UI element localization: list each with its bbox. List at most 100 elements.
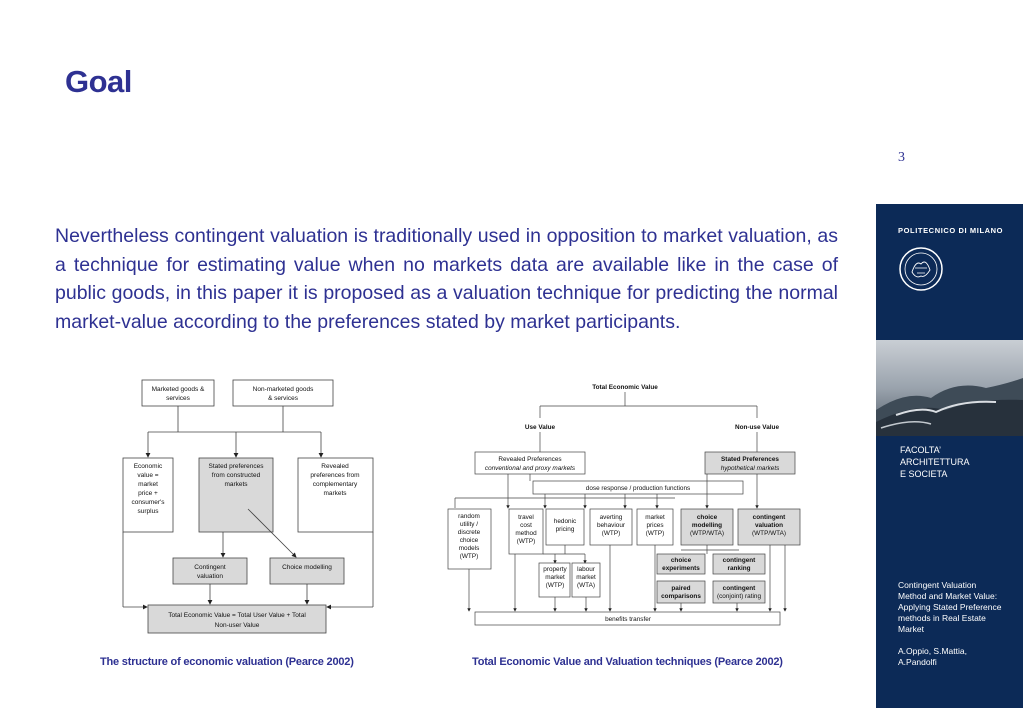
node-contingent-ranking bbox=[712, 553, 766, 575]
label-nonmarketed-0: Non-marketed goods bbox=[253, 386, 314, 393]
label-labour-2: (WTA) bbox=[577, 582, 595, 589]
label-nonuse-value: Non-use Value bbox=[735, 424, 779, 431]
label-revealed-0: Revealed Preferences bbox=[498, 456, 561, 463]
label-stated-0: Stated preferences bbox=[209, 463, 265, 470]
label-paired-0: paired bbox=[671, 585, 690, 592]
label-contval-1: valuation bbox=[755, 522, 783, 529]
node-property-market bbox=[538, 562, 571, 598]
label-contrating-0: contingent bbox=[723, 585, 757, 592]
label-stated-0: Stated Preferences bbox=[721, 456, 779, 463]
node-travel-cost bbox=[508, 508, 544, 555]
paper-title-line: Market bbox=[898, 624, 924, 634]
label-market-1: prices bbox=[646, 522, 663, 529]
label-hedonic-0: hedonic bbox=[554, 518, 577, 525]
node-market-prices bbox=[636, 508, 674, 546]
label-dose: dose response / production functions bbox=[586, 485, 690, 492]
node-stated-preferences bbox=[198, 457, 274, 533]
label-contval-0: contingent bbox=[753, 514, 787, 521]
label-property-2: (WTP) bbox=[546, 582, 564, 589]
label-market-2: (WTP) bbox=[646, 530, 664, 537]
label-labour-0: labour bbox=[577, 566, 596, 573]
label-stated-1: hypothetical markets bbox=[721, 465, 780, 472]
label-travel-0: travel bbox=[518, 514, 534, 521]
label-random-2: discrete bbox=[458, 529, 481, 536]
paper-title-line: methods in Real Estate bbox=[898, 613, 986, 623]
label-property-0: property bbox=[543, 566, 567, 573]
node-choice-modelling-r bbox=[680, 508, 734, 546]
label-economic-4: consumer's bbox=[131, 499, 165, 506]
paper-title-line: Applying Stated Preference bbox=[898, 602, 1002, 612]
label-choice-0: Choice modelling bbox=[282, 564, 332, 571]
label-market-0: market bbox=[645, 514, 665, 521]
node-nonmarketed-goods bbox=[232, 379, 334, 407]
label-marketed-1: services bbox=[166, 395, 191, 402]
node-benefits-transfer bbox=[474, 611, 781, 626]
label-economic-2: market bbox=[138, 481, 158, 488]
faculty-line: ARCHITETTURA bbox=[900, 457, 970, 467]
label-contrank-1: ranking bbox=[727, 565, 750, 572]
label-property-1: market bbox=[545, 574, 565, 581]
label-nonmarketed-1: & services bbox=[268, 395, 299, 402]
label-choiceexp-1: experiments bbox=[662, 565, 700, 572]
label-contrating-1: (conjoint) rating bbox=[717, 593, 761, 600]
node-contingent-valuation-r bbox=[737, 508, 801, 546]
university-seal-icon bbox=[899, 247, 943, 291]
faculty-line: FACOLTA’ bbox=[900, 445, 942, 455]
label-averting-2: (WTP) bbox=[602, 530, 620, 537]
label-choicemod-1: modelling bbox=[692, 522, 722, 529]
label-random-1: utility / bbox=[460, 521, 478, 528]
label-choicemod-0: choice bbox=[697, 514, 718, 521]
caption-right: Total Economic Value and Valuation techn… bbox=[472, 656, 783, 668]
node-economic-value bbox=[122, 457, 174, 533]
label-total-0: Total Economic Value = Total User Value … bbox=[168, 612, 306, 619]
node-contingent-rating bbox=[712, 580, 766, 604]
label-stated-2: markets bbox=[224, 481, 248, 488]
label-benefits: benefits transfer bbox=[605, 616, 652, 623]
slide-title: Goal bbox=[65, 64, 132, 99]
label-random-0: random bbox=[458, 513, 480, 520]
label-hedonic-1: pricing bbox=[556, 526, 575, 533]
label-economic-1: value = bbox=[137, 472, 158, 479]
node-dose-response bbox=[532, 480, 744, 495]
label-contingent-0: Contingent bbox=[194, 564, 226, 571]
label-revealed-2: complementary bbox=[313, 481, 358, 488]
label-paired-1: comparisons bbox=[661, 593, 701, 600]
faculty-line: E SOCIETA bbox=[900, 469, 948, 479]
label-random-5: (WTP) bbox=[460, 553, 478, 560]
authors-line: A.Pandolfi bbox=[898, 657, 937, 667]
paper-title-line: Method and Market Value: bbox=[898, 591, 998, 601]
label-total-1: Non-user Value bbox=[215, 622, 260, 629]
label-economic-3: price + bbox=[138, 490, 158, 497]
sidebar-panel: POLITECNICO DI MILANO FACOLTA’ ARCHITETT… bbox=[876, 204, 1023, 708]
university-name: POLITECNICO DI MILANO bbox=[898, 226, 1004, 235]
label-contval-2: (WTP/WTA) bbox=[752, 530, 786, 537]
node-hedonic-pricing bbox=[545, 508, 585, 546]
label-revealed-0: Revealed bbox=[321, 463, 349, 470]
page-number: 3 bbox=[898, 150, 905, 165]
label-choicemod-2: (WTP/WTA) bbox=[690, 530, 724, 537]
faculty-name: FACOLTA’ ARCHITETTURA E SOCIETA bbox=[900, 444, 970, 480]
landscape-photo bbox=[876, 340, 1023, 436]
node-revealed-preferences bbox=[297, 457, 374, 533]
label-contingent-1: valuation bbox=[197, 573, 223, 580]
label-travel-3: (WTP) bbox=[517, 538, 535, 545]
label-contrank-0: contingent bbox=[723, 557, 757, 564]
paper-info: Contingent Valuation Method and Market V… bbox=[898, 580, 1023, 668]
body-paragraph: Nevertheless contingent valuation is tra… bbox=[55, 225, 838, 333]
node-stated-pref bbox=[704, 451, 796, 475]
caption-left: The structure of economic valuation (Pea… bbox=[100, 656, 354, 668]
label-use-value: Use Value bbox=[525, 424, 556, 431]
label-labour-1: market bbox=[576, 574, 596, 581]
node-total-economic-value bbox=[147, 604, 327, 634]
node-contingent-valuation bbox=[172, 557, 248, 585]
label-economic-5: surplus bbox=[138, 508, 160, 515]
label-averting-1: behaviour bbox=[597, 522, 626, 529]
authors-line: A.Oppio, S.Mattia, bbox=[898, 646, 967, 656]
diagram-economic-valuation-structure: Marketed goods & services Non-marketed g… bbox=[122, 379, 374, 634]
diagram-total-economic-value: Total Economic Value Use Value Non-use V… bbox=[447, 384, 801, 626]
node-choice-experiments bbox=[656, 553, 706, 575]
label-travel-1: cost bbox=[520, 522, 532, 529]
label-choiceexp-0: choice bbox=[671, 557, 692, 564]
node-random-utility bbox=[447, 508, 492, 570]
label-marketed-0: Marketed goods & bbox=[152, 386, 205, 393]
